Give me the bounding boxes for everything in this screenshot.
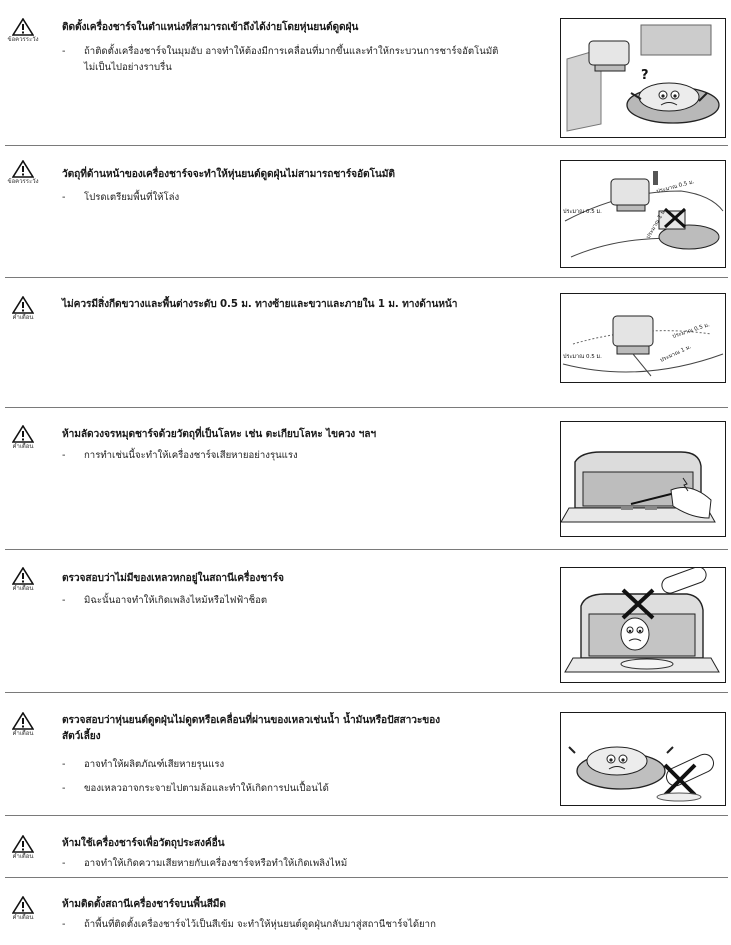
distance-label-left: ประมาณ 0.5 ม. [563,208,602,215]
divider [5,549,728,550]
warning-icon-group: คำเตือน [4,425,42,451]
bullet-dash: - [62,783,66,794]
section-title: ห้ามใช้เครื่องชาร์จเพื่อวัตถุประสงค์อื่น [62,838,225,849]
question-mark-text: ? [641,68,649,83]
illustration-robot-liquid [560,712,726,806]
illustration-corner-charger: ? [560,18,726,138]
divider [5,145,728,146]
warning-icon-group: คำเตือน [4,712,42,738]
section-title: ติดตั้งเครื่องชาร์จในตำแหน่งที่สามารถเข้… [62,22,359,33]
bullet-item: - ของเหลวอาจกระจายไปตามล้อและทำให้เกิดการ… [62,781,329,797]
bullet-line: โปรดเตรียมพื้นที่ให้โล่ง [84,192,180,203]
caution-icon-group: ข้อควรระวัง [4,18,42,44]
section-title: ห้ามลัดวงจรหมุดชาร์จด้วยวัตถุที่เป็นโลหะ… [62,429,377,440]
warning-triangle-icon [12,712,34,730]
warning-label: คำเตือน [12,914,34,921]
bullet-dash: - [62,595,66,606]
bullet-dash: - [62,858,66,869]
section-title: ไม่ควรมีสิ่งกีดขวางและพื้นต่างระดับ 0.5 … [62,299,458,310]
divider [5,407,728,408]
caution-triangle-icon [12,160,34,178]
bullet-dash: - [62,450,66,461]
warning-label: คำเตือน [12,585,34,592]
bullet-line: ไม่เป็นไปอย่างราบรื่น [84,62,172,73]
divider [5,877,728,878]
warning-label: คำเตือน [12,314,34,321]
illustration-front-obstacle: ประมาณ 0.5 ม. ประมาณ 0.5 ม. ประมาณ 1 ม. [560,160,726,268]
bullet-dash: - [62,919,66,930]
bullet-item: - โปรดเตรียมพื้นที่ให้โล่ง [62,190,179,206]
section-title: ตรวจสอบว่าหุ่นยนต์ดูดฝุ่นไม่ดูดหรือเคลื่… [62,713,440,745]
divider [5,815,728,816]
divider [5,277,728,278]
bullet-dash: - [62,46,66,57]
warning-label: คำเตือน [12,730,34,737]
warning-icon-group: คำเตือน [4,896,42,922]
bullet-item: - อาจทำให้ผลิตภัณฑ์เสียหายรุนแรง [62,757,224,773]
caution-label: ข้อควรระวัง [7,36,39,43]
bullet-item: - ถ้าติดตั้งเครื่องชาร์จในมุมอับ อาจทำให้… [62,44,498,76]
illustration-liquid-spill [560,567,726,683]
bullet-line: ถ้าติดตั้งเครื่องชาร์จในมุมอับ อาจทำให้ต… [84,46,499,57]
caution-label: ข้อควรระวัง [7,178,39,185]
bullet-item: - มิฉะนั้นอาจทำให้เกิดเพลิงไหม้หรือไฟฟ้าช… [62,593,267,609]
distance-label-front: ประมาณ 1 ม. [659,343,693,364]
bullet-item: - อาจทำให้เกิดความเสียหายกับเครื่องชาร์จห… [62,856,347,872]
warning-triangle-icon [12,896,34,914]
section-title: ตรวจสอบว่าไม่มีของเหลวหกอยู่ในสถานีเครื่… [62,573,284,584]
warning-triangle-icon [12,425,34,443]
warning-triangle-icon [12,835,34,853]
distance-label-left: ประมาณ 0.5 ม. [563,353,602,360]
section-title: ห้ามติดตั้งสถานีเครื่องชาร์จบนพื้นสีมืด [62,899,226,910]
bullet-line: ของเหลวอาจกระจายไปตามล้อและทำให้เกิดการป… [84,783,329,794]
illustration-clearance: ประมาณ 0.5 ม. ประมาณ 0.5 ม. ประมาณ 1 ม. [560,293,726,383]
bullet-dash: - [62,759,66,770]
bullet-line: อาจทำให้เกิดความเสียหายกับเครื่องชาร์จหร… [84,858,348,869]
caution-triangle-icon [12,18,34,36]
bullet-line: ถ้าพื้นที่ติดตั้งเครื่องชาร์จไว้เป็นสีเข… [84,919,436,930]
section-title: วัตถุที่ด้านหน้าของเครื่องชาร์จจะทำให้หุ… [62,169,395,180]
divider [5,692,728,693]
warning-icon-group: คำเตือน [4,835,42,861]
title-line: สัตว์เลี้ยง [62,731,101,742]
bullet-line: มิฉะนั้นอาจทำให้เกิดเพลิงไหม้หรือไฟฟ้าช็… [84,595,268,606]
warning-label: คำเตือน [12,443,34,450]
warning-triangle-icon [12,567,34,585]
bullet-line: อาจทำให้ผลิตภัณฑ์เสียหายรุนแรง [84,759,225,770]
illustration-metal-object [560,421,726,537]
bullet-line: การทำเช่นนี้จะทำให้เครื่องชาร์จเสียหายอย… [84,450,298,461]
warning-icon-group: คำเตือน [4,296,42,322]
warning-triangle-icon [12,296,34,314]
bullet-item: - การทำเช่นนี้จะทำให้เครื่องชาร์จเสียหายอ… [62,448,298,464]
warning-label: คำเตือน [12,853,34,860]
bullet-item: - ถ้าพื้นที่ติดตั้งเครื่องชาร์จไว้เป็นสีเ… [62,917,436,933]
warning-icon-group: คำเตือน [4,567,42,593]
caution-icon-group: ข้อควรระวัง [4,160,42,186]
bullet-dash: - [62,192,66,203]
title-line: ตรวจสอบว่าหุ่นยนต์ดูดฝุ่นไม่ดูดหรือเคลื่… [62,715,441,726]
